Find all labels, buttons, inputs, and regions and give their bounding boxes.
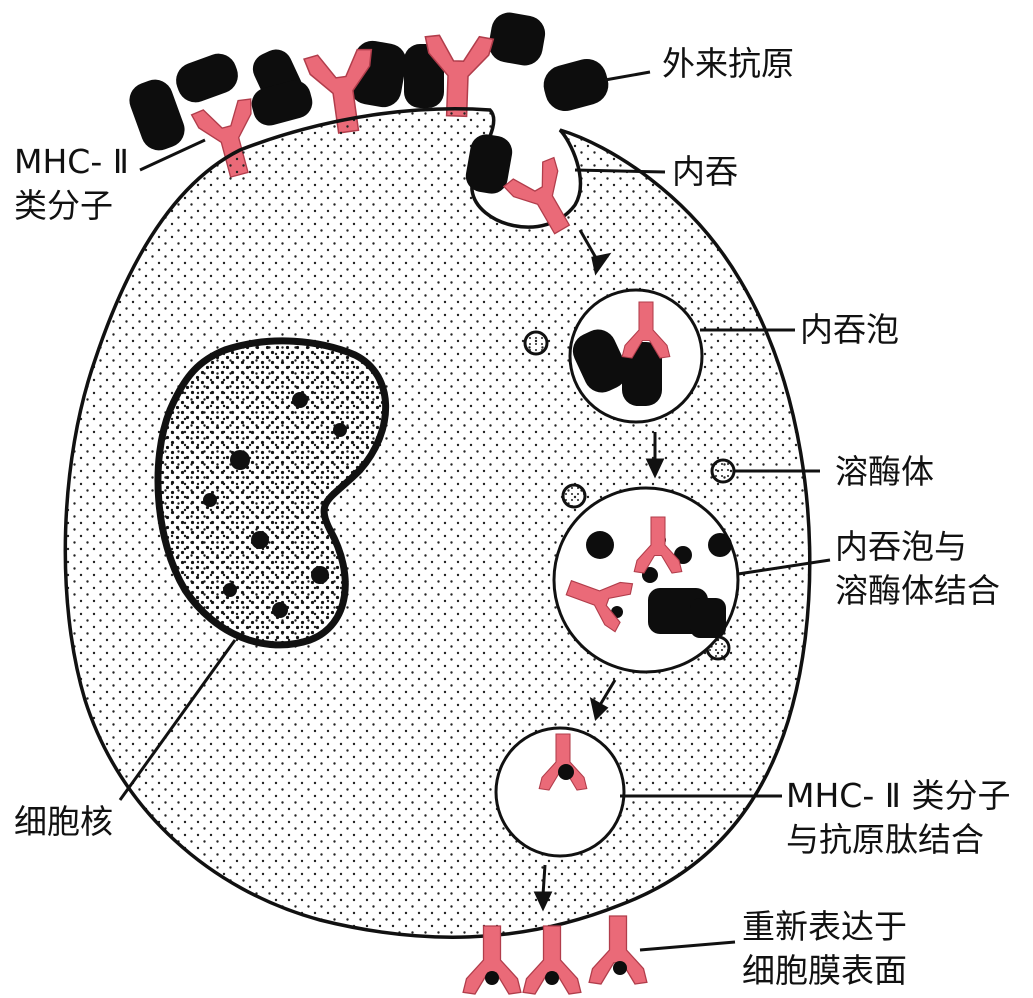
label-endosome-lysosome-fusion: 内吞泡与 溶酶体结合 — [835, 525, 1000, 613]
label-foreign-antigen: 外来抗原 — [662, 42, 794, 86]
antigen — [171, 49, 243, 108]
label-mhc-peptide-binding: MHC- Ⅱ 类分子 与抗原肽结合 — [786, 774, 1010, 862]
label-endocytosis: 内吞 — [672, 150, 738, 194]
antigen — [486, 10, 548, 69]
antigen — [539, 55, 613, 116]
label-reexpressed-on-membrane: 重新表达于 细胞膜表面 — [742, 905, 907, 993]
label-endosome: 内吞泡 — [800, 308, 899, 352]
label-nucleus: 细胞核 — [14, 800, 113, 844]
antigen — [248, 77, 316, 129]
antigen-peptide — [558, 764, 574, 780]
label-mhc-ii-molecule: MHC- Ⅱ 类分子 — [14, 140, 129, 228]
label-lysosome: 溶酶体 — [835, 450, 934, 494]
